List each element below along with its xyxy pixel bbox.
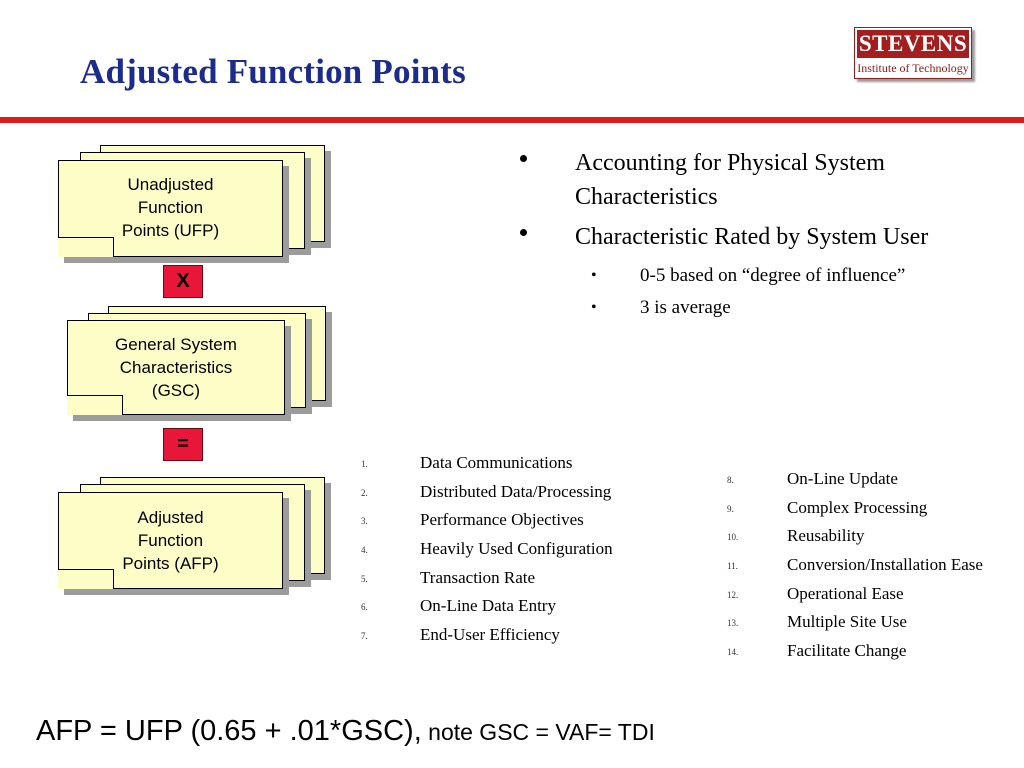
- afp-label: Adjusted Function Points (AFP): [59, 506, 282, 575]
- list-number: 6.: [361, 602, 368, 613]
- sub-bullet-dot-icon: •: [591, 267, 597, 284]
- list-text: Multiple Site Use: [787, 612, 907, 632]
- ufp-label-line: Function: [137, 198, 204, 217]
- list-number: 9.: [727, 503, 734, 514]
- list-item: 2. Distributed Data/Processing: [361, 482, 661, 511]
- sub-bullet-dot-icon: •: [591, 299, 597, 316]
- gsc-doc-front: General System Characteristics (GSC): [67, 320, 285, 415]
- sub-bullet-text: 0-5 based on “degree of influence”: [640, 265, 906, 286]
- page-fold-icon: [67, 395, 123, 415]
- multiply-operator: X: [163, 265, 203, 298]
- ufp-doc-front: Unadjusted Function Points (UFP): [58, 160, 283, 257]
- ufp-label: Unadjusted Function Points (UFP): [59, 173, 282, 242]
- bullet-text: Accounting for Physical System Character…: [575, 150, 885, 210]
- characteristics-list-left: 1. Data Communications 2. Distributed Data…: [361, 453, 661, 654]
- stevens-logo: STEVENS Institute of Technology: [854, 27, 972, 79]
- list-item: 13. Multiple Site Use: [727, 612, 1022, 641]
- sub-bullet-item: • 3 is average: [520, 292, 980, 324]
- list-number: 8.: [727, 475, 734, 485]
- list-text: Operational Ease: [787, 583, 904, 603]
- list-item: 11. Conversion/Installation Ease: [727, 555, 1022, 584]
- page-title: Adjusted Function Points: [80, 52, 466, 91]
- afp-label-line: Function: [137, 531, 204, 550]
- bullet-list: Accounting for Physical System Character…: [520, 146, 980, 324]
- bullet-dot-icon: [520, 229, 527, 236]
- formula-note: note GSC = VAF= TDI: [421, 719, 655, 745]
- gsc-label-line: General System: [115, 335, 237, 354]
- list-item: 9. Complex Processing: [727, 498, 1022, 527]
- formula-main: AFP = UFP (0.65 + .01*GSC),: [36, 715, 422, 747]
- list-item: 14. Facilitate Change: [727, 641, 1022, 670]
- list-number: 7.: [361, 631, 368, 642]
- list-number: 4.: [361, 545, 368, 556]
- afp-formula: AFP = UFP (0.65 + .01*GSC), note GSC = V…: [36, 715, 655, 748]
- list-item: 12. Operational Ease: [727, 584, 1022, 613]
- list-number: 14.: [727, 647, 739, 658]
- bullet-item: Characteristic Rated by System User: [520, 220, 980, 254]
- equals-operator: =: [163, 428, 203, 461]
- bullet-item: Accounting for Physical System Character…: [520, 146, 980, 214]
- sub-bullet-item: • 0-5 based on “degree of influence”: [520, 260, 980, 292]
- logo-subtitle: Institute of Technology: [857, 61, 969, 75]
- list-text: Performance Objectives: [420, 510, 584, 530]
- list-text: Data Communications: [420, 453, 573, 472]
- list-number: 13.: [727, 618, 739, 629]
- characteristics-list-right: 8. On-Line Update 9. Complex Processing 10…: [727, 469, 1022, 670]
- page-fold-icon: [58, 237, 114, 257]
- list-item: 8. On-Line Update: [727, 469, 1022, 498]
- sub-bullet-text: 3 is average: [640, 297, 731, 318]
- list-number: 11.: [727, 561, 738, 572]
- list-item: 7. End-User Efficiency: [361, 625, 661, 654]
- list-item: 5. Transaction Rate: [361, 568, 661, 597]
- afp-label-line: Adjusted: [137, 508, 204, 527]
- page-fold-icon: [58, 569, 114, 589]
- gsc-label-line: Characteristics: [119, 358, 233, 377]
- ufp-label-line: Unadjusted: [127, 175, 214, 194]
- list-item: 10. Reusability: [727, 526, 1022, 555]
- bullet-text: Characteristic Rated by System User: [575, 224, 929, 250]
- list-number: 10.: [727, 532, 739, 543]
- list-number: 12.: [727, 589, 739, 600]
- gsc-label-line: (GSC): [151, 381, 201, 400]
- title-divider: [0, 117, 1024, 123]
- list-item: 4. Heavily Used Configuration: [361, 539, 661, 568]
- list-item: 1. Data Communications: [361, 453, 661, 482]
- list-number: 1.: [361, 459, 368, 469]
- ufp-label-line: Points (UFP): [121, 221, 220, 240]
- bullet-dot-icon: [520, 155, 527, 162]
- list-text: On-Line Update: [787, 469, 898, 488]
- gsc-label: General System Characteristics (GSC): [68, 333, 284, 402]
- list-number: 2.: [361, 487, 368, 498]
- list-item: 3. Performance Objectives: [361, 510, 661, 539]
- list-text: Heavily Used Configuration: [420, 539, 613, 559]
- list-number: 5.: [361, 573, 368, 584]
- list-text: Transaction Rate: [420, 567, 536, 587]
- logo-name: STEVENS: [857, 30, 969, 58]
- list-text: Conversion/Installation Ease: [787, 555, 983, 575]
- list-text: Complex Processing: [787, 497, 928, 517]
- list-item: 6. On-Line Data Entry: [361, 596, 661, 625]
- list-text: Reusability: [787, 526, 865, 546]
- list-number: 3.: [361, 516, 368, 527]
- list-text: On-Line Data Entry: [420, 596, 556, 616]
- afp-doc-front: Adjusted Function Points (AFP): [58, 492, 283, 589]
- list-text: Distributed Data/Processing: [420, 481, 612, 501]
- list-text: End-User Efficiency: [420, 625, 560, 645]
- list-text: Facilitate Change: [787, 641, 907, 661]
- afp-label-line: Points (AFP): [122, 554, 219, 573]
